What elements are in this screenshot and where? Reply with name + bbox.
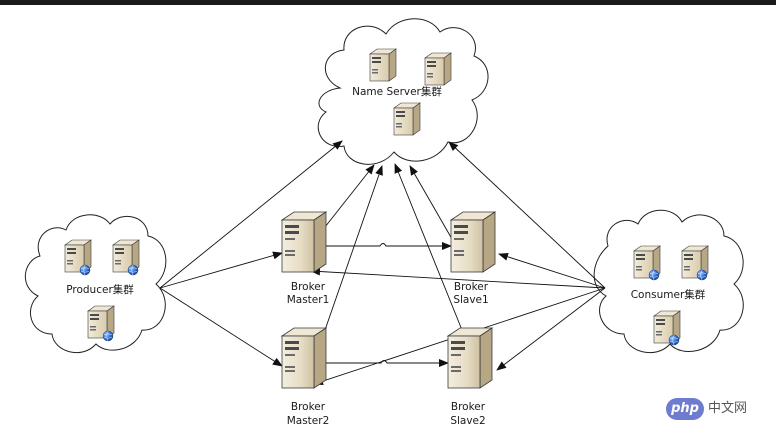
globe-icon bbox=[668, 334, 680, 346]
broker-slave1-label-line1: Broker bbox=[454, 281, 489, 293]
globe-icon bbox=[696, 269, 708, 281]
connections bbox=[159, 140, 606, 385]
arrow-producer-to-master1 bbox=[159, 251, 283, 289]
consumer-cluster-label: Consumer集群 bbox=[631, 288, 706, 301]
arrow-consumer-to-nameserver bbox=[448, 141, 606, 289]
arrow-consumer-to-master1 bbox=[310, 267, 606, 289]
server-icon bbox=[369, 48, 397, 82]
broker-slave2-label-line1: Broker bbox=[451, 401, 486, 413]
arrow-slave1-to-nameserver bbox=[409, 165, 457, 247]
watermark-text: 中文网 bbox=[708, 401, 748, 416]
globe-icon bbox=[102, 330, 114, 342]
arrow-producer-to-nameserver bbox=[159, 140, 343, 289]
broker-master1-label-line1: Broker bbox=[291, 281, 326, 293]
watermark-logo-badge bbox=[666, 398, 704, 420]
broker-slave1-server-icon bbox=[450, 211, 496, 273]
broker-slave2-server-icon bbox=[447, 327, 493, 389]
broker-slave1-label-line2: Slave1 bbox=[453, 294, 488, 306]
globe-icon bbox=[79, 264, 91, 276]
broker-master1-label-line2: Master1 bbox=[287, 294, 330, 306]
arrow-consumer-to-slave1 bbox=[498, 252, 606, 289]
arrow-producer-to-master2 bbox=[159, 287, 283, 367]
broker-master2-label-line2: Master2 bbox=[287, 415, 330, 427]
top-bar bbox=[0, 0, 776, 5]
server-icon bbox=[424, 52, 452, 86]
arrow-consumer-to-slave2 bbox=[496, 287, 606, 371]
arrow-master1-to-slave1 bbox=[312, 242, 452, 250]
arrow-slave2-to-nameserver bbox=[394, 163, 463, 331]
producer-cluster-label: Producer集群 bbox=[66, 283, 134, 296]
arrow-master2-to-nameserver bbox=[324, 165, 383, 331]
broker-master1-server-icon bbox=[281, 211, 327, 273]
broker-master2-server-icon bbox=[281, 327, 327, 389]
name-server-cluster-label: Name Server集群 bbox=[352, 85, 442, 98]
server-icon bbox=[393, 102, 421, 136]
globe-icon bbox=[648, 269, 660, 281]
broker-master2-label-line1: Broker bbox=[291, 401, 326, 413]
globe-icon bbox=[127, 264, 139, 276]
broker-slave2-label-line2: Slave2 bbox=[450, 415, 485, 427]
watermark-brand: php bbox=[671, 401, 699, 416]
